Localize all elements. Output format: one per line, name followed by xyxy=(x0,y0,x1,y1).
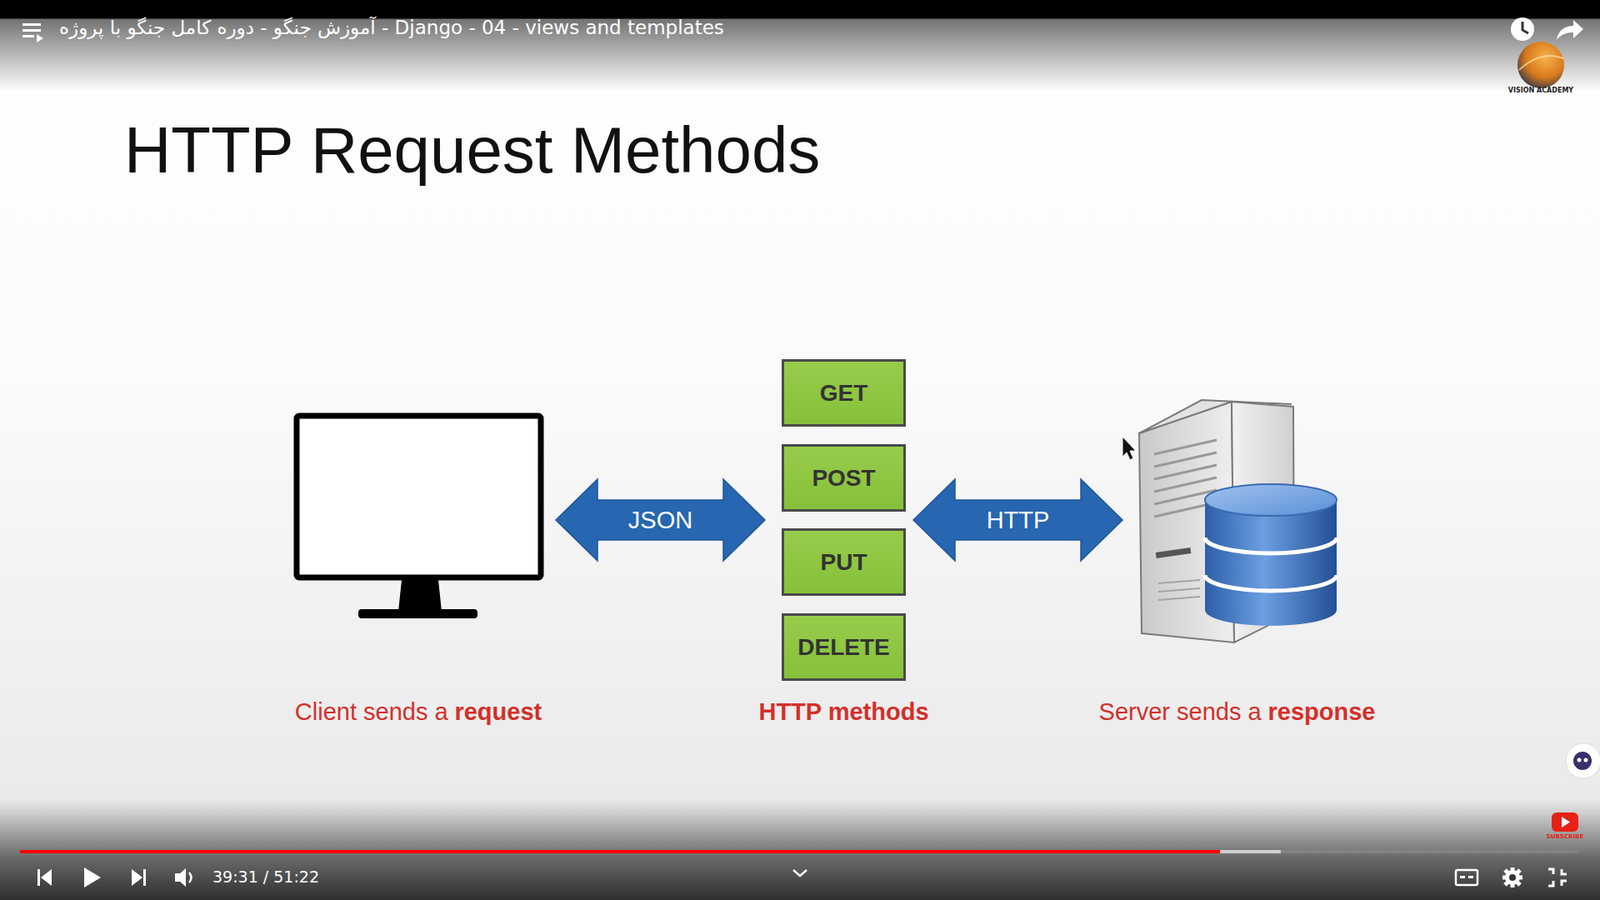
database-illustration xyxy=(1205,484,1337,626)
method-box: GET xyxy=(781,359,906,427)
progress-bar xyxy=(20,850,1580,854)
server-node: Server sends aresponse xyxy=(1137,398,1337,643)
subscribe-icon xyxy=(1551,812,1579,832)
method-group: HTTP methodsGETPOSTPUTDELETE xyxy=(781,359,906,681)
client-node: Client sends arequest xyxy=(294,413,543,622)
block-arrow xyxy=(555,479,765,561)
caption: Client sends arequest xyxy=(295,698,542,726)
method-name: DELETE xyxy=(797,634,890,661)
caption-text: request xyxy=(454,698,542,725)
top-shade xyxy=(0,0,1600,92)
channel-name: VISION ACADEMY xyxy=(1508,86,1574,95)
block-arrow xyxy=(913,479,1123,561)
playlist-icon xyxy=(22,23,44,43)
method-box: PUT xyxy=(781,528,906,596)
caption-text: HTTP methods xyxy=(758,698,929,725)
player-controls xyxy=(37,867,1567,888)
watch-later-icon xyxy=(1510,17,1535,41)
caption-text: Server sends a xyxy=(1099,698,1262,725)
slide-title: HTTP Request Methods xyxy=(124,111,820,190)
caption: HTTP methods xyxy=(758,698,929,726)
subscribe-text: SUBSCRIBE xyxy=(1546,833,1584,840)
method-box: POST xyxy=(781,444,906,512)
method-name: POST xyxy=(811,465,875,492)
caption-text: Client sends a xyxy=(295,698,449,725)
video-title: آموزش جنگو - دوره کامل جنگو با پروژه - D… xyxy=(59,16,725,39)
caption: Server sends aresponse xyxy=(1099,698,1376,726)
method-name: GET xyxy=(820,380,869,407)
method-name: PUT xyxy=(820,549,868,576)
share-icon xyxy=(1556,20,1584,40)
mouse-cursor xyxy=(1122,436,1136,460)
arrow-label: JSON xyxy=(628,506,693,535)
channel-logo xyxy=(1517,41,1565,89)
caption-text: response xyxy=(1267,698,1375,725)
monitor-illustration xyxy=(296,415,541,619)
time-display: 39:31 / 51:22 xyxy=(212,867,320,886)
method-box: DELETE xyxy=(781,613,906,681)
floating-button xyxy=(1565,743,1600,779)
arrow-label: HTTP xyxy=(986,506,1050,535)
